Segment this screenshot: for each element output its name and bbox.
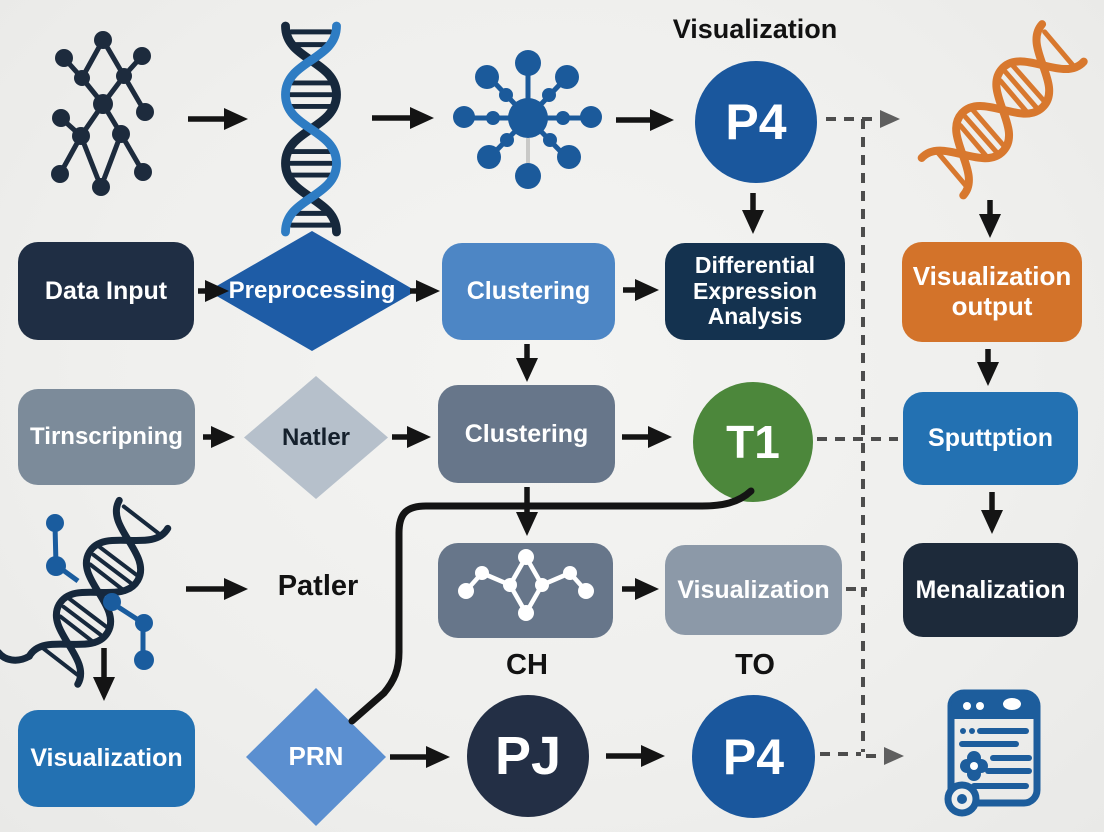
node-visualization-mid: Visualization (665, 545, 842, 635)
node-natler: Natler (244, 376, 388, 499)
node-transcription: Tirnscripning (18, 389, 195, 485)
node-network-box (438, 543, 613, 638)
node-p4-bottom: P4 (692, 695, 815, 818)
molecule-network-icon (51, 31, 154, 196)
node-visualization-output: Visualization output (902, 242, 1082, 342)
patler-label: Patler (277, 570, 359, 602)
network-hub-icon (453, 50, 602, 189)
to-label: TO (735, 649, 775, 681)
orange-dna-helix-icon (917, 20, 1088, 200)
node-data-input: Data Input (18, 242, 194, 340)
dna-fragment-icon (0, 496, 172, 688)
node-differential-expression: Differential Expression Analysis (665, 243, 845, 340)
node-clustering-mid: Clustering (438, 385, 615, 483)
report-document-icon (944, 689, 1041, 817)
molecule-white-icon (458, 549, 594, 621)
node-t1: T1 (693, 382, 813, 502)
node-p4-top: P4 (695, 61, 817, 183)
node-sputtption: Sputtption (903, 392, 1078, 485)
dna-helix-icon (281, 21, 341, 237)
node-menalization: Menalization (903, 543, 1078, 637)
node-clustering-top: Clustering (442, 243, 615, 340)
visualization-top-label: Visualization (672, 14, 838, 44)
ch-label: CH (506, 649, 548, 681)
node-pj: PJ (467, 695, 589, 817)
flower-glyph (960, 751, 988, 781)
node-visualization-bottom: Visualization (18, 710, 195, 807)
node-prn: PRN (246, 688, 386, 826)
node-preprocessing: Preprocessing (208, 231, 416, 351)
